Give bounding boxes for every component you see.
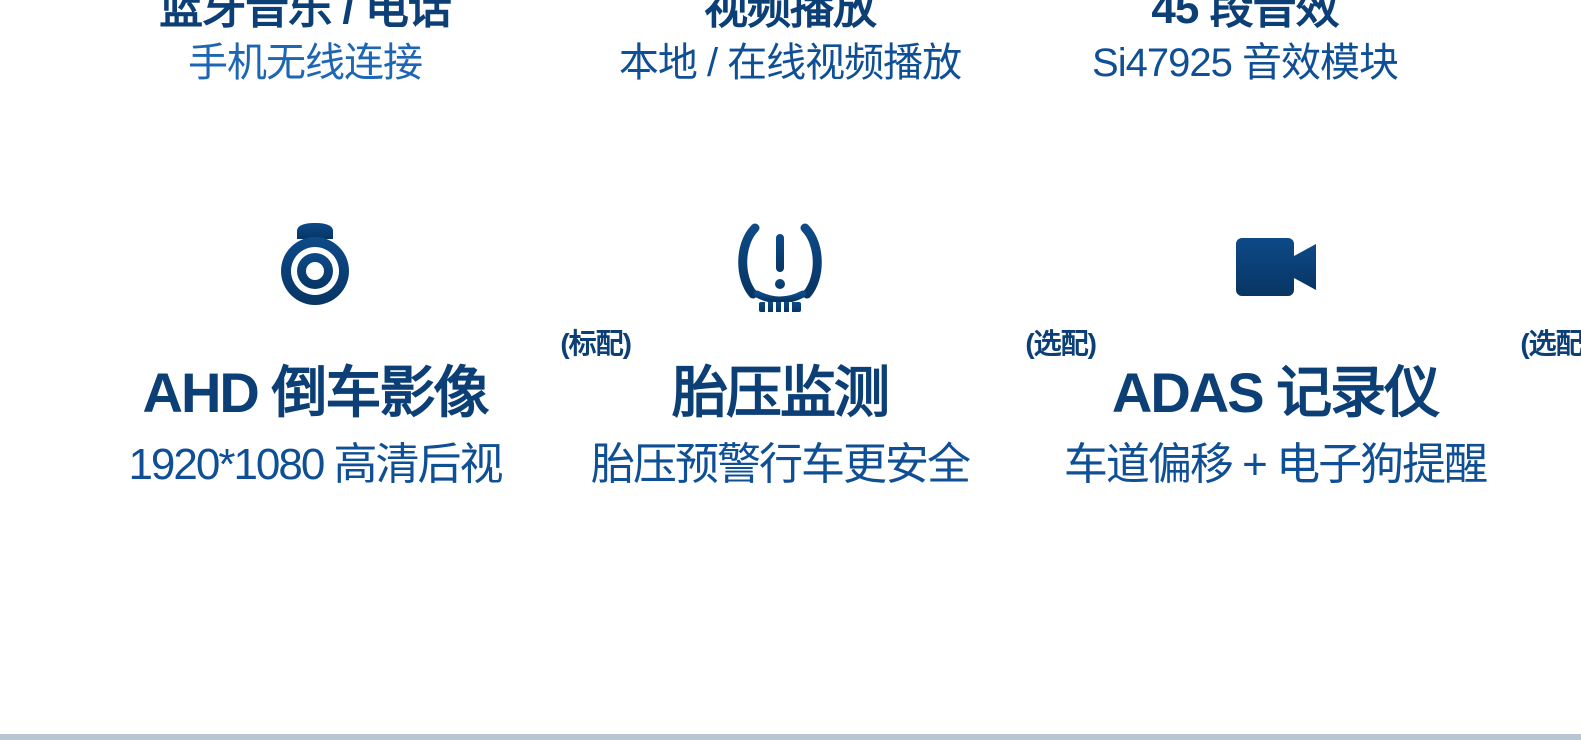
feature-title: 胎压监测 xyxy=(672,361,890,424)
video-camera-icon xyxy=(1220,210,1330,320)
feature-tire-pressure: 胎压监测 (选配) 胎压预警行车更安全 xyxy=(520,210,1097,510)
feature-subtitle: 车道偏移 + 电子狗提醒 xyxy=(1063,440,1488,489)
tire-pressure-warning-icon xyxy=(725,210,835,320)
top-feature-subtitle: Si47925 音效模块 xyxy=(1092,41,1399,85)
top-feature-video: 视频播放 本地 / 在线视频播放 xyxy=(530,0,1050,120)
feature-subtitle: 胎压预警行车更安全 xyxy=(591,440,971,489)
top-feature-title: 视频播放 xyxy=(704,0,877,33)
features-row: AHD 倒车影像 (标配) 1920*1080 高清后视 xyxy=(0,210,1581,510)
feature-badge: (标配) xyxy=(560,328,632,359)
feature-title-wrap: ADAS 记录仪 (选配) xyxy=(1015,328,1581,428)
camera-ring-icon xyxy=(260,210,370,320)
top-feature-audio: 45 段音效 Si47925 音效模块 xyxy=(985,0,1505,120)
bottom-divider xyxy=(0,734,1581,740)
feature-subtitle: 1920*1080 高清后视 xyxy=(128,440,503,489)
top-feature-bluetooth: 蓝牙音乐 / 电话 手机无线连接 xyxy=(45,0,565,120)
feature-title: AHD 倒车影像 xyxy=(142,361,490,424)
feature-title-wrap: 胎压监测 (选配) xyxy=(520,328,1097,428)
top-features-row: 蓝牙音乐 / 电话 手机无线连接 视频播放 本地 / 在线视频播放 45 段音效… xyxy=(0,0,1581,120)
top-feature-subtitle: 手机无线连接 xyxy=(188,41,423,85)
feature-badge: (选配) xyxy=(1025,328,1097,359)
feature-badge: (选配) xyxy=(1520,328,1581,359)
feature-adas-recorder: ADAS 记录仪 (选配) 车道偏移 + 电子狗提醒 xyxy=(1015,210,1581,510)
top-feature-title: 蓝牙音乐 / 电话 xyxy=(159,0,452,33)
top-feature-title: 45 段音效 xyxy=(1151,0,1339,33)
feature-ahd-reverse-camera: AHD 倒车影像 (标配) 1920*1080 高清后视 xyxy=(55,210,632,510)
top-feature-subtitle: 本地 / 在线视频播放 xyxy=(618,41,962,85)
feature-title-wrap: AHD 倒车影像 (标配) xyxy=(55,328,632,428)
feature-title: ADAS 记录仪 xyxy=(1111,361,1440,424)
